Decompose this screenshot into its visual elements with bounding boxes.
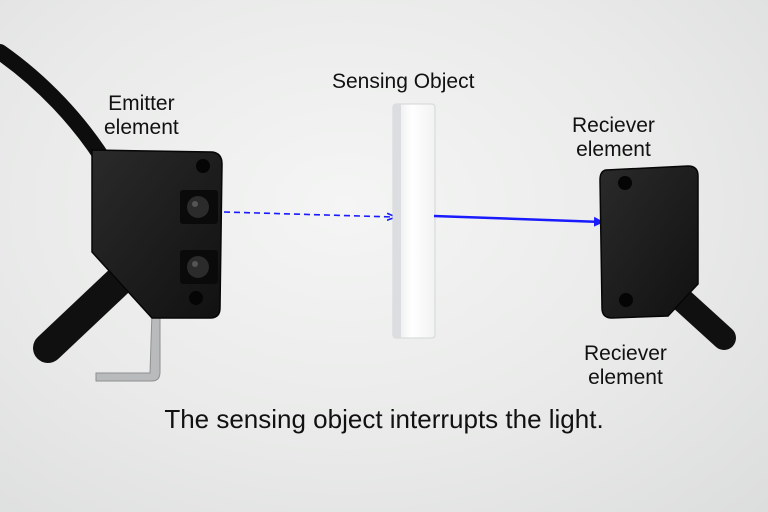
- light-beam-solid: [433, 214, 604, 227]
- receiver-cable: [668, 286, 736, 350]
- light-beam-dashed: [223, 211, 394, 217]
- emitter-label: Emitter element: [104, 92, 179, 140]
- sensing-object-label: Sensing Object: [332, 70, 475, 93]
- receiver-sensor: [599, 165, 699, 319]
- emitter-label-line1: Emitter: [108, 92, 175, 115]
- mounting-bracket: [95, 311, 161, 382]
- caption: The sensing object interrupts the light.: [164, 404, 604, 434]
- receiver-label-bottom: Reciever element: [584, 342, 667, 390]
- receiver-label-top: Reciever element: [572, 114, 655, 162]
- emitter-label-line2: element: [104, 116, 179, 139]
- receiver-label-bottom-line2: element: [588, 366, 663, 389]
- emitter-cable-stub: [33, 265, 135, 363]
- receiver-label-top-line2: element: [576, 138, 651, 161]
- receiver-label-bottom-line1: Reciever: [584, 342, 667, 365]
- emitter-sensor: [91, 149, 223, 319]
- sensing-object: [392, 103, 436, 339]
- receiver-label-top-line1: Reciever: [572, 114, 655, 137]
